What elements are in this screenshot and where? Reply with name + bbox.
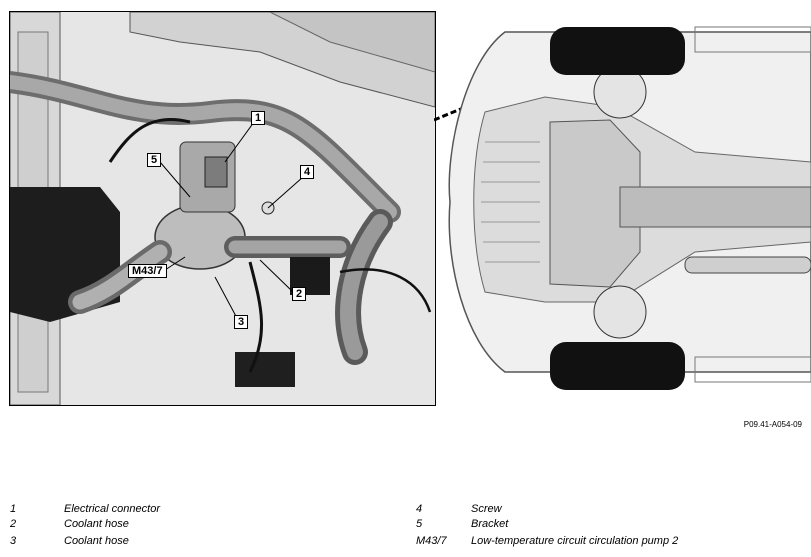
callout-m43-7: M43/7 <box>128 264 167 278</box>
legend-key: 4 <box>416 503 423 515</box>
legend-text: Electrical connector <box>64 503 160 515</box>
legend-key: 1 <box>10 503 17 515</box>
legend-text: Coolant hose <box>64 535 129 547</box>
callout-4: 4 <box>300 165 315 179</box>
legend-key: 2 <box>10 518 17 530</box>
detail-illustration: 1 4 5 M43/7 2 3 <box>9 11 436 406</box>
callout-1: 1 <box>251 111 266 125</box>
vehicle-underside-drawing <box>448 26 811 390</box>
vehicle-underside-overview <box>445 2 811 402</box>
legend-key: M43/7 <box>416 535 447 547</box>
legend-key: 5 <box>416 518 423 530</box>
legend-text: Bracket <box>471 518 509 530</box>
callout-3: 3 <box>234 315 249 329</box>
callout-2: 2 <box>292 287 307 301</box>
legend-text: Coolant hose <box>64 518 129 530</box>
legend-text: Screw <box>471 503 502 515</box>
callout-5: 5 <box>147 153 162 167</box>
legend-key: 3 <box>10 535 17 547</box>
figure-reference: P09.41-A054-09 <box>743 420 802 429</box>
engine-bay-drawing <box>10 12 435 405</box>
legend-text: Low-temperature circuit circulation pump… <box>471 535 679 547</box>
